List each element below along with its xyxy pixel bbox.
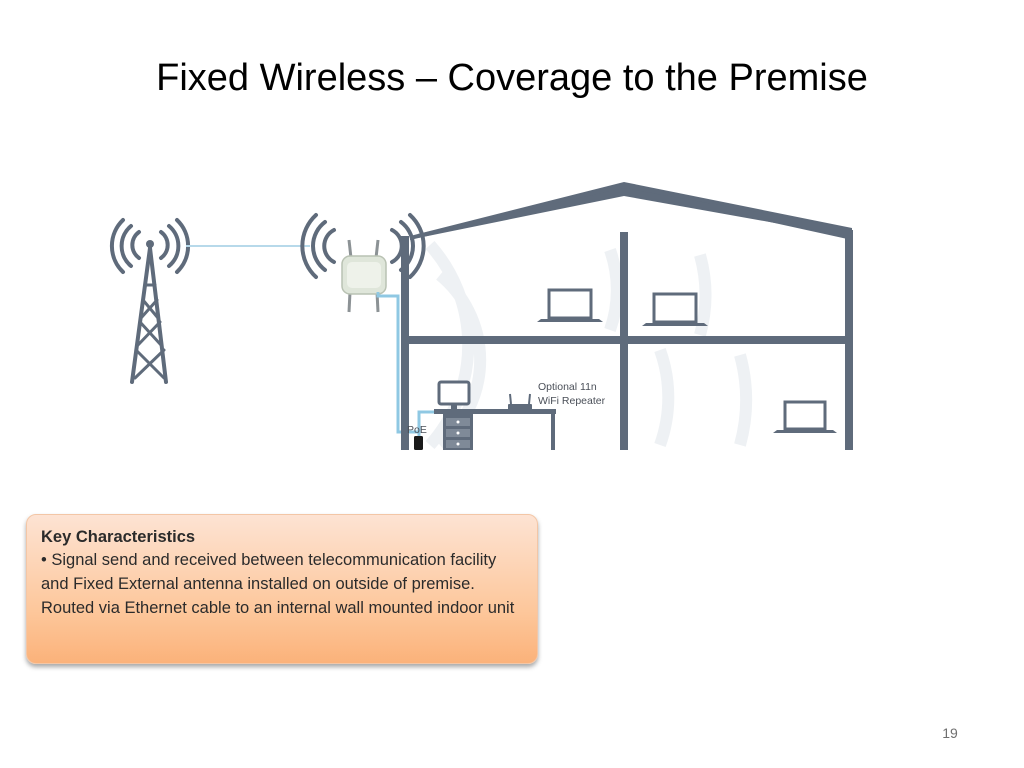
- house: [401, 182, 853, 450]
- external-antenna-unit: [341, 239, 387, 313]
- poe-label: PoE: [407, 424, 427, 436]
- key-characteristics-heading: Key Characteristics: [41, 528, 196, 546]
- slide-title: Fixed Wireless – Coverage to the Premise: [156, 57, 868, 99]
- ethernet-cable: [376, 292, 421, 440]
- coverage-diagram: Optional 11n WiFi Repeater PoE: [109, 182, 853, 450]
- cell-tower: [130, 246, 168, 384]
- indoor-signal-waves: [425, 241, 752, 450]
- tower-signal-icon: [109, 218, 191, 274]
- tower-top: [146, 240, 154, 248]
- key-characteristics-box: Key Characteristics • Signal send and re…: [26, 514, 538, 664]
- house-floor-divider: [401, 336, 853, 344]
- laptop-icon: [773, 400, 837, 433]
- laptop-icon: [537, 288, 603, 322]
- laptop-icon: [642, 292, 708, 326]
- house-roof: [410, 182, 852, 240]
- repeater-label-line1: Optional 11n: [538, 381, 597, 393]
- key-characteristics-body: • Signal send and received between telec…: [41, 551, 515, 617]
- page-number: 19: [942, 725, 958, 741]
- wifi-repeater-icon: [508, 393, 532, 410]
- antenna-signal-icon: [300, 213, 426, 279]
- poe-injector-icon: [414, 436, 423, 450]
- repeater-label-line2: WiFi Repeater: [538, 395, 606, 407]
- desktop-computer-icon: [434, 380, 556, 450]
